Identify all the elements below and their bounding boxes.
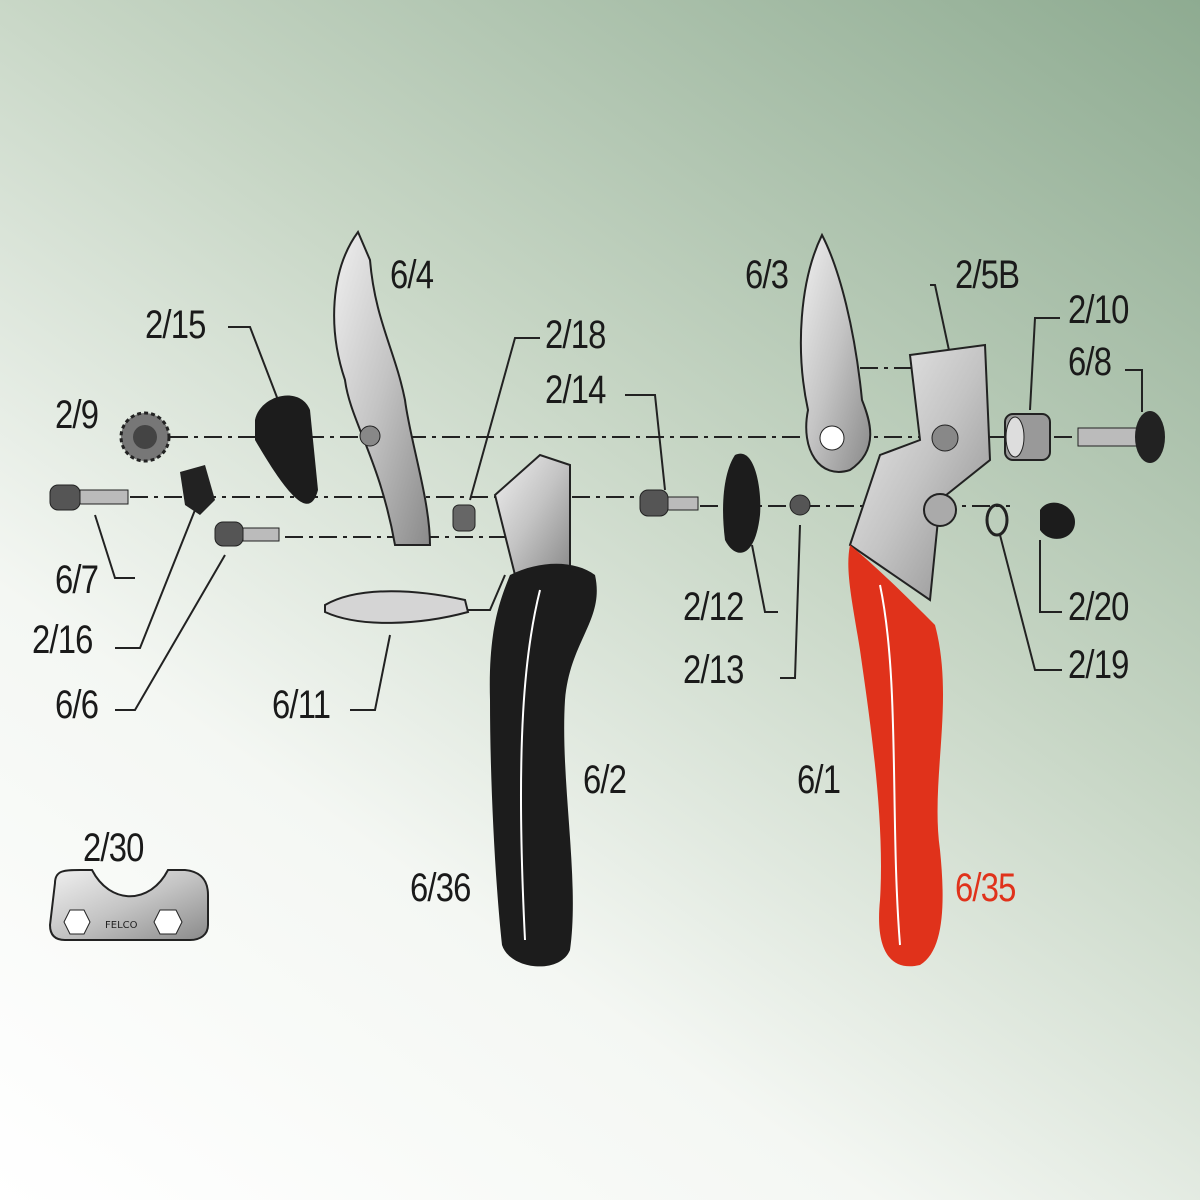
part-2-12 xyxy=(723,453,761,553)
part-2-18 xyxy=(452,504,476,532)
upper-blade-6-4 xyxy=(333,229,432,546)
label-2-5B: 2/5B xyxy=(955,253,1020,297)
label-6-7: 6/7 xyxy=(55,558,99,602)
label-6-35: 6/35 xyxy=(955,866,1016,910)
label-6-3: 6/3 xyxy=(745,253,789,297)
cap-2-20 xyxy=(1040,502,1075,539)
label-6-2: 6/2 xyxy=(583,758,627,802)
label-2-16: 2/16 xyxy=(32,618,93,662)
bushing-2-10 xyxy=(1004,413,1051,461)
screw-6-7 xyxy=(49,484,129,511)
bolt-6-8 xyxy=(1077,411,1165,463)
washer-2-13 xyxy=(789,494,811,516)
label-6-36: 6/36 xyxy=(410,866,471,910)
label-2-30: 2/30 xyxy=(83,826,144,870)
lower-handle-metal-6-2 xyxy=(493,453,571,576)
part-2-16 xyxy=(180,465,215,515)
label-6-8: 6/8 xyxy=(1068,340,1112,384)
label-6-4: 6/4 xyxy=(390,253,434,297)
screw-6-6 xyxy=(214,521,280,547)
black-grip-6-36 xyxy=(489,563,597,967)
label-2-10: 2/10 xyxy=(1068,288,1129,332)
label-2-9: 2/9 xyxy=(55,393,99,437)
label-6-11: 6/11 xyxy=(272,683,331,727)
lower-blade-6-3 xyxy=(799,232,872,473)
label-2-18: 2/18 xyxy=(545,313,606,357)
spring-6-11 xyxy=(324,590,470,624)
label-2-14: 2/14 xyxy=(545,368,606,412)
label-2-15: 2/15 xyxy=(145,303,206,347)
felco-logo: FELCO xyxy=(105,920,138,931)
label-2-13: 2/13 xyxy=(683,648,744,692)
label-2-20: 2/20 xyxy=(1068,585,1129,629)
wrench-2-30: FELCO xyxy=(48,869,209,941)
washer-2-19 xyxy=(985,503,1009,537)
red-grip-6-35 xyxy=(848,545,944,967)
handle-metal-6-1 xyxy=(848,343,992,602)
label-6-6: 6/6 xyxy=(55,683,99,727)
part-2-15 xyxy=(255,395,318,504)
screw-2-14 xyxy=(639,489,699,517)
label-2-12: 2/12 xyxy=(683,585,744,629)
label-2-19: 2/19 xyxy=(1068,643,1129,687)
label-6-1: 6/1 xyxy=(797,758,841,802)
leader-lines xyxy=(94,284,1143,711)
